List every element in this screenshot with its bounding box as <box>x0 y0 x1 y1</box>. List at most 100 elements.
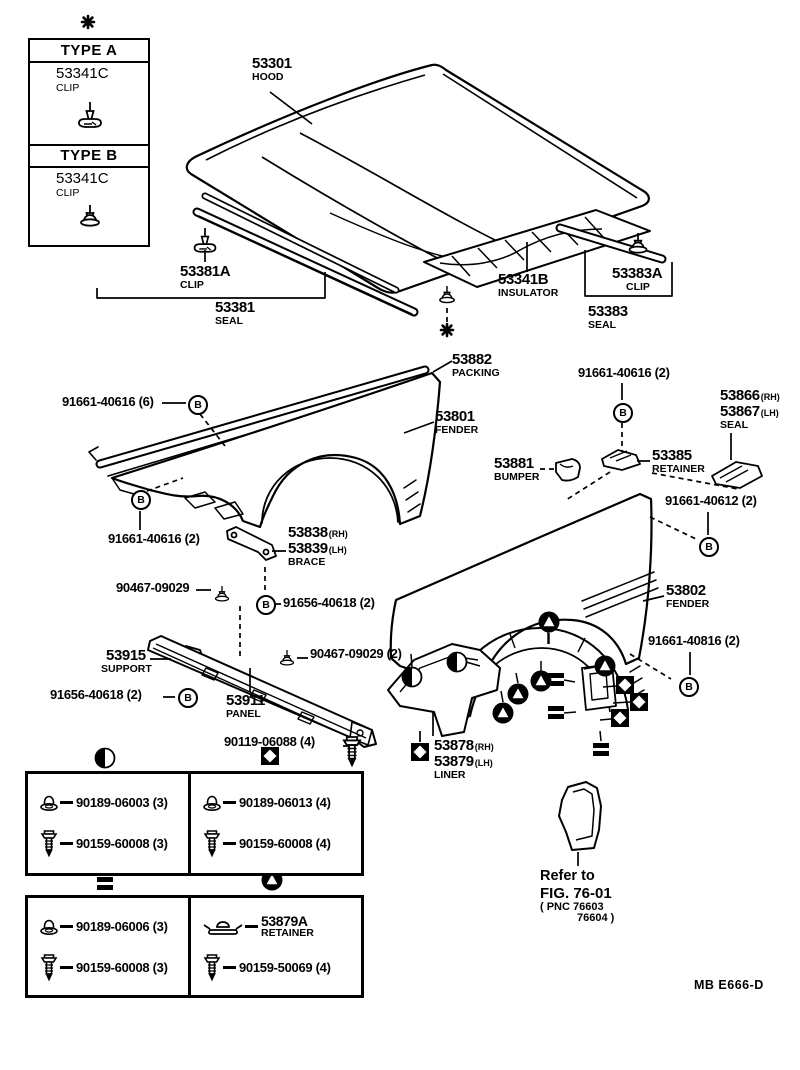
diamond-square-symbol <box>616 676 634 694</box>
label-clip-90467-09029-2: 90467-09029 (2) <box>310 646 402 661</box>
label-bolt-91661-40616-2r: 91661-40616 (2) <box>578 365 670 380</box>
refer-note: Refer to FIG. 76-01 ( PNC 76603 76604 ) <box>540 868 615 924</box>
half-circle-symbol <box>94 747 116 769</box>
row-dash <box>60 801 73 804</box>
type-a-part-number: 53341C <box>56 64 109 82</box>
table2-left-cell: 90189-06006 (3) 90159-60008 (3) <box>28 898 191 995</box>
hood-center-clip-glyph <box>439 285 455 304</box>
circle-b-marker: B <box>131 490 151 510</box>
row-dash <box>223 966 236 969</box>
panel-art <box>147 635 377 748</box>
fender-left-art <box>88 365 442 529</box>
brace-art <box>226 526 277 561</box>
label-support-53915: 53915 SUPPORT <box>101 647 152 675</box>
screw-icon <box>204 953 220 980</box>
label-seal-53381: 53381 SEAL <box>215 299 255 327</box>
hood-seal-art <box>192 192 419 317</box>
circle-b-marker: B <box>256 595 276 615</box>
label-retainer-53879a: 53879A RETAINER <box>261 912 314 940</box>
triangle-circle-symbol <box>538 611 560 633</box>
reference-mark-icon <box>80 14 96 30</box>
type-b-cell: 53341C CLIP <box>30 168 148 245</box>
diamond-square-symbol <box>261 747 279 765</box>
circle-b-marker: B <box>679 677 699 697</box>
label-insulator-53341b: 53341B INSULATOR <box>498 271 559 299</box>
dashed-lines <box>146 308 739 680</box>
page-code: MB E666-D <box>694 978 764 992</box>
row-dash <box>223 801 236 804</box>
label-bolt-91656-40618-2l: 91656-40618 (2) <box>50 687 142 702</box>
label-fender-53802: 53802 FENDER <box>666 582 710 610</box>
triangle-circle-symbol <box>594 655 616 677</box>
label-clip-53383a: 53383A CLIP <box>612 265 663 293</box>
type-a-header: TYPE A <box>30 40 148 63</box>
row-dash <box>60 842 73 845</box>
clip-90467-glyph <box>214 585 230 602</box>
label-hood: 53301 HOOD <box>252 55 292 83</box>
label-packing-53882: 53882 PACKING <box>452 351 500 379</box>
row-dash <box>60 966 73 969</box>
table-row: 90189-06006 (3) <box>40 906 188 947</box>
type-b-clip-icon <box>80 204 100 227</box>
triangle-circle-symbol <box>507 683 529 705</box>
diamond-square-symbol <box>611 709 629 727</box>
screw-icon <box>41 953 57 980</box>
double-bars-symbol <box>97 877 113 890</box>
circle-b-marker: B <box>178 688 198 708</box>
grommet-icon <box>203 795 221 811</box>
label-bolt-91661-40616-6: 91661-40616 (6) <box>62 394 154 409</box>
leader-lines <box>96 91 732 866</box>
retainer-glyph <box>601 449 641 471</box>
label-retainer-53385: 53385 RETAINER <box>652 447 705 475</box>
bumper-glyph <box>555 458 581 482</box>
table-row: 90189-06003 (3) <box>40 782 188 823</box>
table1-right-cell: 90189-06013 (4) 90159-60008 (4) <box>191 774 354 873</box>
retainer-icon <box>203 920 243 935</box>
label-bolt-91661-40616-2l: 91661-40616 (2) <box>108 531 200 546</box>
diamond-square-symbol <box>630 693 648 711</box>
table-row: 90159-60008 (4) <box>203 823 354 864</box>
table-row: 90159-50069 (4) <box>203 947 354 988</box>
clip-90467-2-glyph <box>279 649 295 666</box>
row-dash <box>60 925 73 928</box>
label-brace-53838: 53838(RH) 53839(LH) BRACE <box>288 524 348 568</box>
double-bars-symbol <box>593 743 609 756</box>
type-b-part-number: 53341C <box>56 170 109 187</box>
label-clip-90467-09029: 90467-09029 <box>116 580 190 595</box>
double-bars-symbol <box>548 706 564 719</box>
circle-b-marker: B <box>188 395 208 415</box>
label-bumper-53881: 53881 BUMPER <box>494 455 540 483</box>
label-bolt-91661-40816-2: 91661-40816 (2) <box>648 633 740 648</box>
diamond-square-symbol <box>411 743 429 761</box>
type-a-part-name: CLIP <box>56 81 80 94</box>
label-seal-53383: 53383 SEAL <box>588 303 628 331</box>
table1-left-cell: 90189-06003 (3) 90159-60008 (3) <box>28 774 191 873</box>
label-fender-53801: 53801 FENDER <box>435 408 479 436</box>
type-b-part-name: CLIP <box>56 187 80 199</box>
fastener-table-1: 90189-06003 (3) 90159-60008 (3) 90189-06… <box>25 771 364 876</box>
triangle-circle-symbol <box>492 702 514 724</box>
label-bolt-90119-06088-4: 90119-06088 (4) <box>224 734 315 749</box>
circle-b-marker: B <box>699 537 719 557</box>
label-panel-53911: 53911 PANEL <box>226 692 265 720</box>
table-row: 90159-60008 (3) <box>40 947 188 988</box>
half-circle-symbol <box>401 666 423 688</box>
screw-icon <box>204 829 220 856</box>
reference-mark-icon <box>439 322 455 338</box>
grommet-icon <box>40 919 58 935</box>
table-row: 90159-60008 (3) <box>40 823 188 864</box>
screw-icon <box>41 829 57 856</box>
label-liner-53878: 53878(RH) 53879(LH) LINER <box>434 737 494 781</box>
table-row: 90189-06013 (4) <box>203 782 354 823</box>
label-clip-53381a: 53381A CLIP <box>180 263 231 291</box>
clip-53381a-glyph <box>193 227 217 253</box>
side-seal-glyph <box>711 461 763 489</box>
row-dash <box>245 925 258 928</box>
bolt-90119-glyph <box>343 736 361 767</box>
label-bolt-91661-40612-2: 91661-40612 (2) <box>665 493 757 508</box>
hood-art <box>185 63 650 294</box>
table2-right-cell: 53879A RETAINER 90159-50069 (4) <box>191 898 354 995</box>
rear-seal-art <box>555 223 667 264</box>
